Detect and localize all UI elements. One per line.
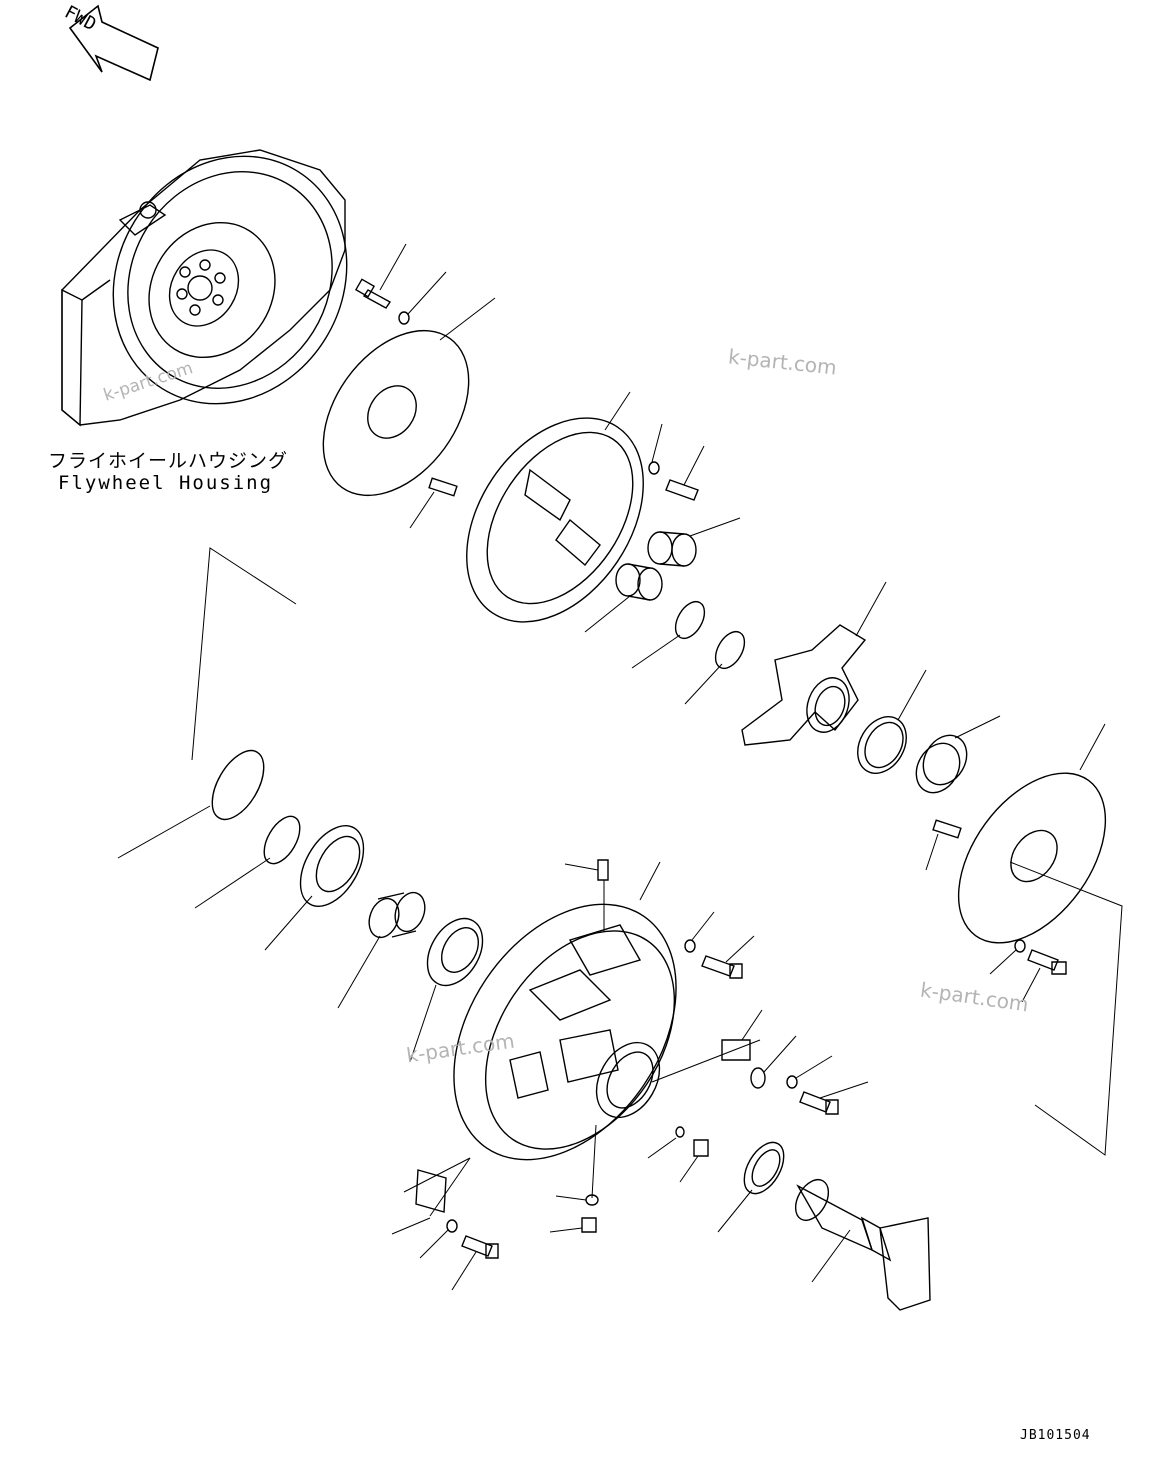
drawing-code: JB101504 (1020, 1428, 1091, 1443)
flex-plate-right (926, 724, 1135, 1002)
main-housing (408, 860, 722, 1201)
housing-bolts-right (652, 912, 868, 1114)
bracket-right (1010, 862, 1122, 1155)
seal-ring-bottom (718, 1136, 792, 1232)
seal-rings-right (848, 670, 1000, 801)
output-shaft-yoke (789, 1174, 930, 1310)
housing-label-en: Flywheel Housing (58, 472, 274, 494)
flex-plate-top (293, 298, 498, 528)
coupling-housing (430, 385, 704, 655)
spider-hub (742, 582, 886, 745)
flywheel-housing (62, 112, 393, 448)
snap-rings-middle (632, 597, 750, 704)
lower-fittings (392, 1127, 708, 1290)
bolt-top-left (356, 244, 446, 324)
bracket-left (192, 548, 296, 760)
fwd-arrow-icon (70, 6, 158, 80)
housing-label-jp: フライホイールハウジング (48, 450, 289, 472)
bushing-pair (585, 518, 740, 632)
left-bearing-stack (118, 742, 494, 1062)
